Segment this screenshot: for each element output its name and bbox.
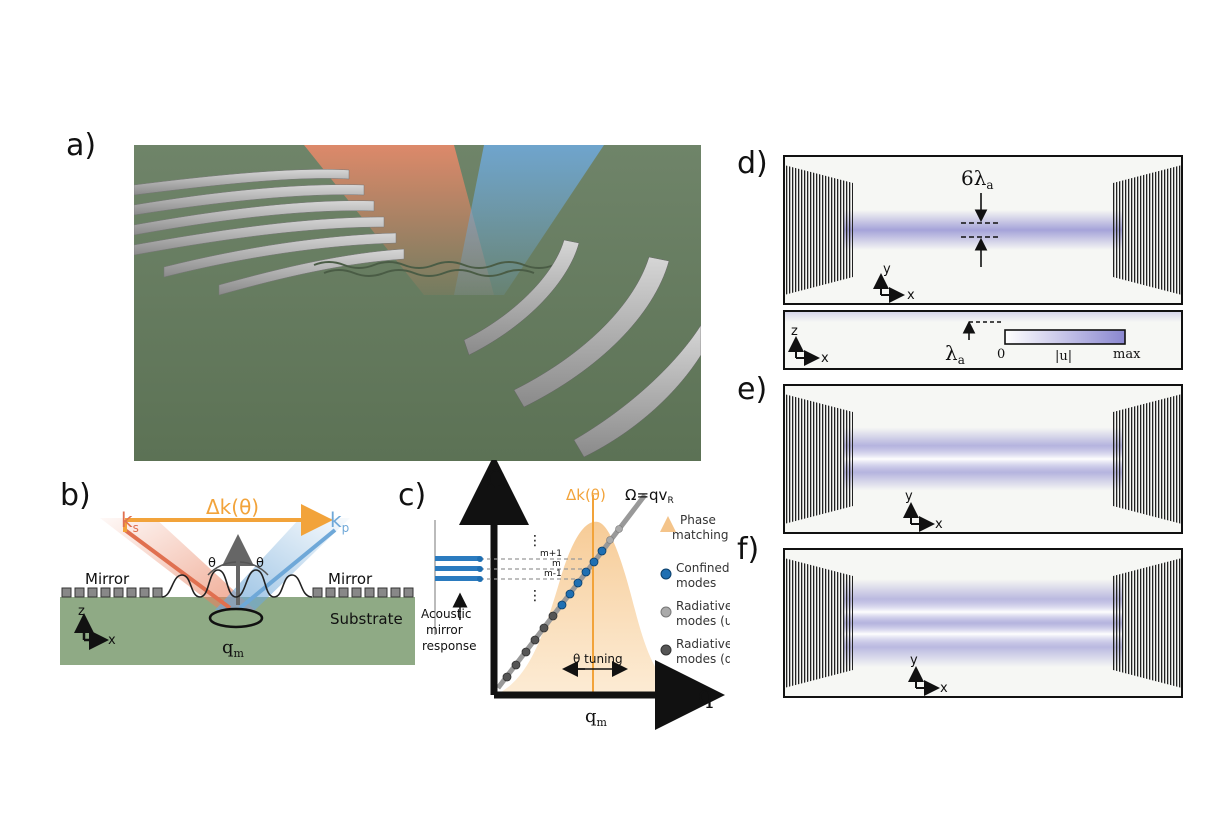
panel-e-label: e) <box>737 372 768 407</box>
theta-left: θ <box>208 556 216 571</box>
kp-arrow <box>238 528 337 610</box>
legend-confined-marker <box>660 568 672 580</box>
mirror-left-label: Mirror <box>85 570 130 588</box>
panel-f-label: f) <box>737 532 760 567</box>
lambda-a-label: λa <box>945 341 965 367</box>
mirror-response-label-3: response <box>422 639 477 653</box>
panel-f-mode: y x <box>783 548 1183 698</box>
right-mirror-bars <box>463 239 701 458</box>
colorbar-label: |u| <box>1055 349 1072 364</box>
theta-tuning-label: θ tuning <box>573 652 623 666</box>
q-axis-label: q <box>698 681 713 709</box>
svg-text:⋮: ⋮ <box>528 588 542 604</box>
mode-m-label: m <box>552 559 561 569</box>
right-mirror-d <box>1113 165 1182 295</box>
qm-axis-label: qm <box>585 706 608 729</box>
left-mirror-e <box>784 394 853 524</box>
left-mirror-bars <box>134 169 405 296</box>
substrate-label: Substrate <box>330 610 403 628</box>
colorbar-max: max <box>1113 347 1141 362</box>
mode-m-plus-label: m+1 <box>540 549 562 559</box>
svg-text:⋮: ⋮ <box>528 533 542 549</box>
delta-k-c-label: Δk(θ) <box>566 486 606 504</box>
omega-axis-label: Ω <box>486 466 506 494</box>
radiative-undriven-modes <box>606 525 623 544</box>
legend-phase-1: Phase <box>680 513 716 527</box>
panel-b-schematic: ks kp Δk(θ) θ θ Mirror Mirror Substrate … <box>60 495 415 665</box>
red-beam <box>304 145 494 295</box>
colorbar <box>1004 329 1126 345</box>
right-mirror-e <box>1113 394 1182 524</box>
legend-driven-2: modes (driven) <box>676 652 730 666</box>
qm-loop <box>208 607 264 629</box>
axis-y-e: y <box>905 489 913 504</box>
dispersion-label: Ω=qvR <box>625 486 674 506</box>
legend-undriven-2: modes (undriven) <box>676 614 730 628</box>
axis-x-d-side: x <box>821 351 829 366</box>
blue-beam <box>454 145 604 295</box>
ks-label: ks <box>121 508 139 535</box>
panel-d-label: d) <box>737 146 768 181</box>
axis-y-f: y <box>910 653 918 668</box>
surface-waves <box>313 261 555 277</box>
panel-d-sideview: z x λa 0 |u| max <box>783 310 1183 370</box>
legend-confined-1: Confined <box>676 561 730 575</box>
axis-x-d: x <box>907 288 915 303</box>
axis-z-d: z <box>791 324 798 339</box>
legend-undriven-1: Radiative <box>676 599 730 613</box>
theta-right: θ <box>256 556 264 571</box>
panel-a-render <box>134 145 701 461</box>
legend-phase-2: matching <box>672 528 729 542</box>
panel-c-diagram: ⋮ ⋮ Ω q qm Δk(θ) Ω=qvR m+1 m m-1 θ tunin… <box>421 460 730 730</box>
mode-profile-f <box>843 568 1123 678</box>
kp-label: kp <box>330 508 349 535</box>
mode-m-minus-label: m-1 <box>544 569 562 579</box>
mirror-response <box>434 520 483 635</box>
qm-label: qm <box>222 637 245 660</box>
mirror-response-label-1: Acoustic <box>421 607 471 621</box>
panel-a-label: a) <box>66 128 97 163</box>
mirror-teeth <box>61 587 414 598</box>
mirror-right-label: Mirror <box>328 570 373 588</box>
axis-x: x <box>108 633 116 648</box>
ks-arrow <box>123 528 232 610</box>
legend-driven-1: Radiative <box>676 637 730 651</box>
axis-z: z <box>78 604 85 619</box>
legend-driven-marker <box>660 644 672 656</box>
panel-d-topview: 6λa y x <box>783 155 1183 305</box>
mirror-response-label-2: mirror <box>426 623 463 637</box>
mode-profile-e <box>843 414 1123 504</box>
legend-confined-2: modes <box>676 576 716 590</box>
panel-e-mode: y x <box>783 384 1183 534</box>
six-lambda-label: 6λa <box>961 166 994 192</box>
radiative-driven-modes <box>502 611 558 682</box>
axis-x-e: x <box>935 517 943 532</box>
legend-phase-marker <box>660 516 676 532</box>
axis-y-d: y <box>883 262 891 277</box>
right-mirror-f <box>1113 558 1182 688</box>
delta-k-label: Δk(θ) <box>206 495 259 519</box>
legend-undriven-marker <box>660 606 672 618</box>
panel-c-label: c) <box>398 478 427 513</box>
confined-modes <box>557 546 607 610</box>
mode-profile-d <box>843 190 1123 270</box>
left-mirror-f <box>784 558 853 688</box>
left-mirror-d <box>784 165 853 295</box>
axis-x-f: x <box>940 681 948 696</box>
surface-wave <box>161 569 313 598</box>
panel-b-label: b) <box>60 478 91 513</box>
phase-matching-curve <box>495 521 685 695</box>
colorbar-min: 0 <box>997 347 1005 362</box>
